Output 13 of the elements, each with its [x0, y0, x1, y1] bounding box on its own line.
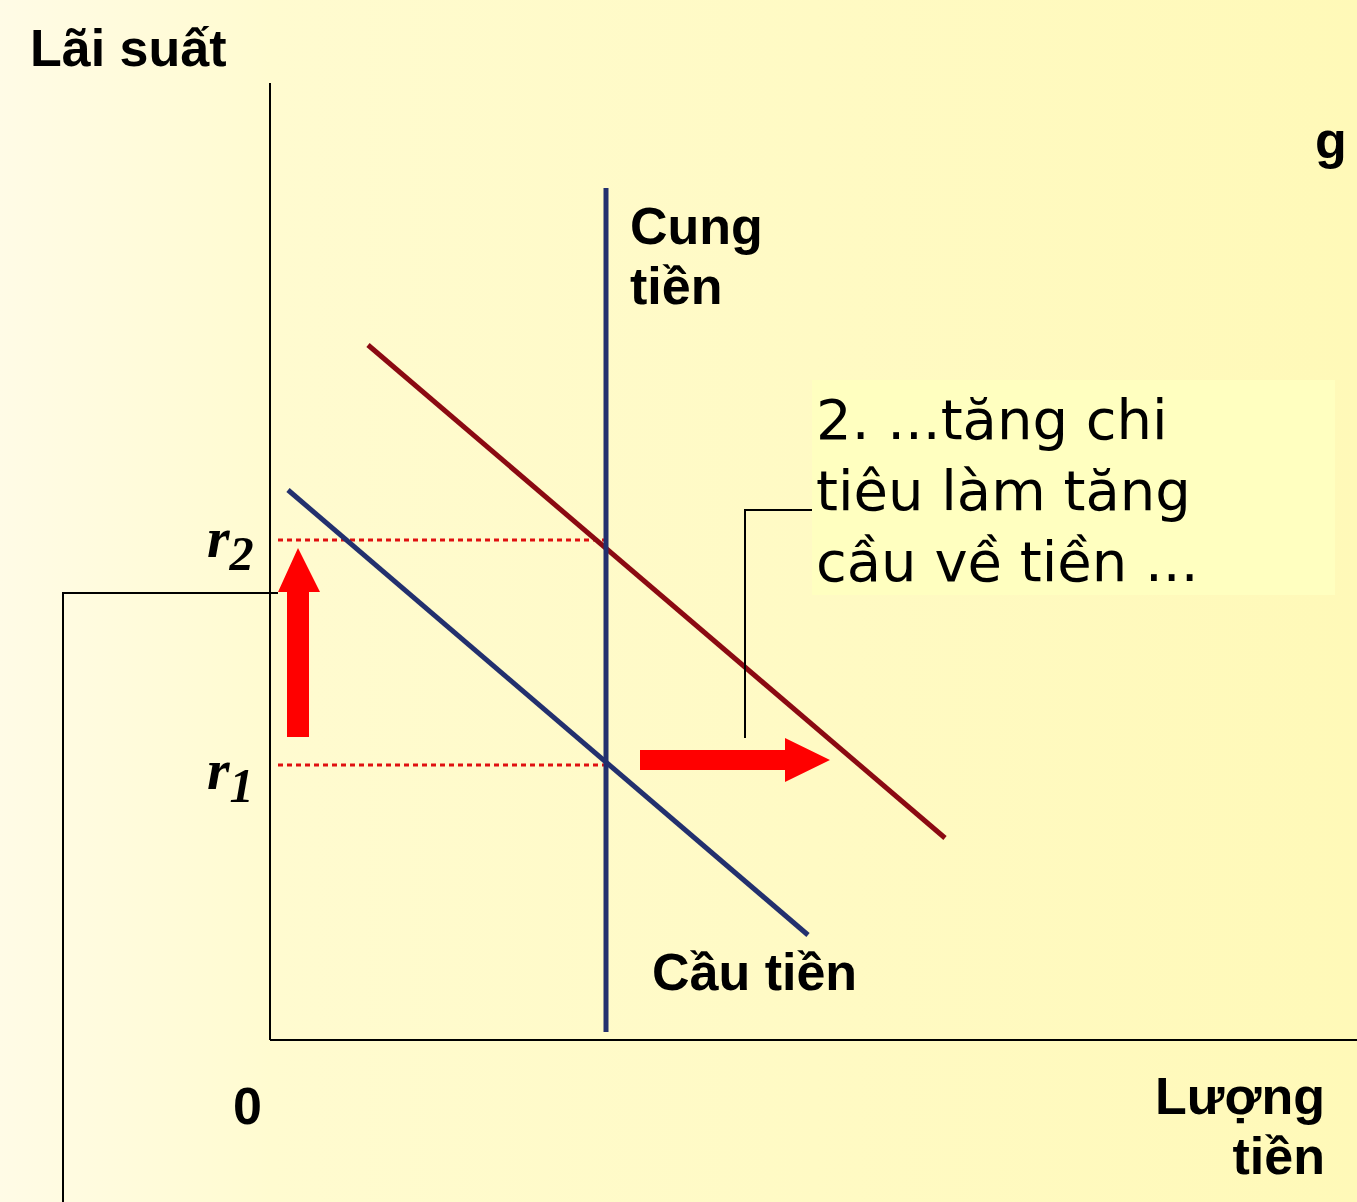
rate-label: r$_{2}$: [207, 508, 254, 582]
origin-label: 0: [233, 1076, 262, 1136]
leader-line: [744, 509, 813, 739]
curve-label: Cầu tiền: [652, 942, 858, 1002]
callout-text: 2. ...tăng chi tiêu làm tăng cầu về tiền ...: [812, 380, 1335, 595]
shift-arrow: [640, 738, 830, 782]
cut-off-text: g: [1315, 110, 1347, 170]
curve-label: Cung tiền: [630, 196, 764, 316]
shift-arrow: [278, 548, 320, 737]
rate-label: r$_{1}$: [207, 740, 254, 814]
axis-title: Lượng tiền: [1154, 1066, 1325, 1186]
axis-title: Lãi suất: [30, 18, 227, 78]
leader-line: [62, 592, 279, 1202]
